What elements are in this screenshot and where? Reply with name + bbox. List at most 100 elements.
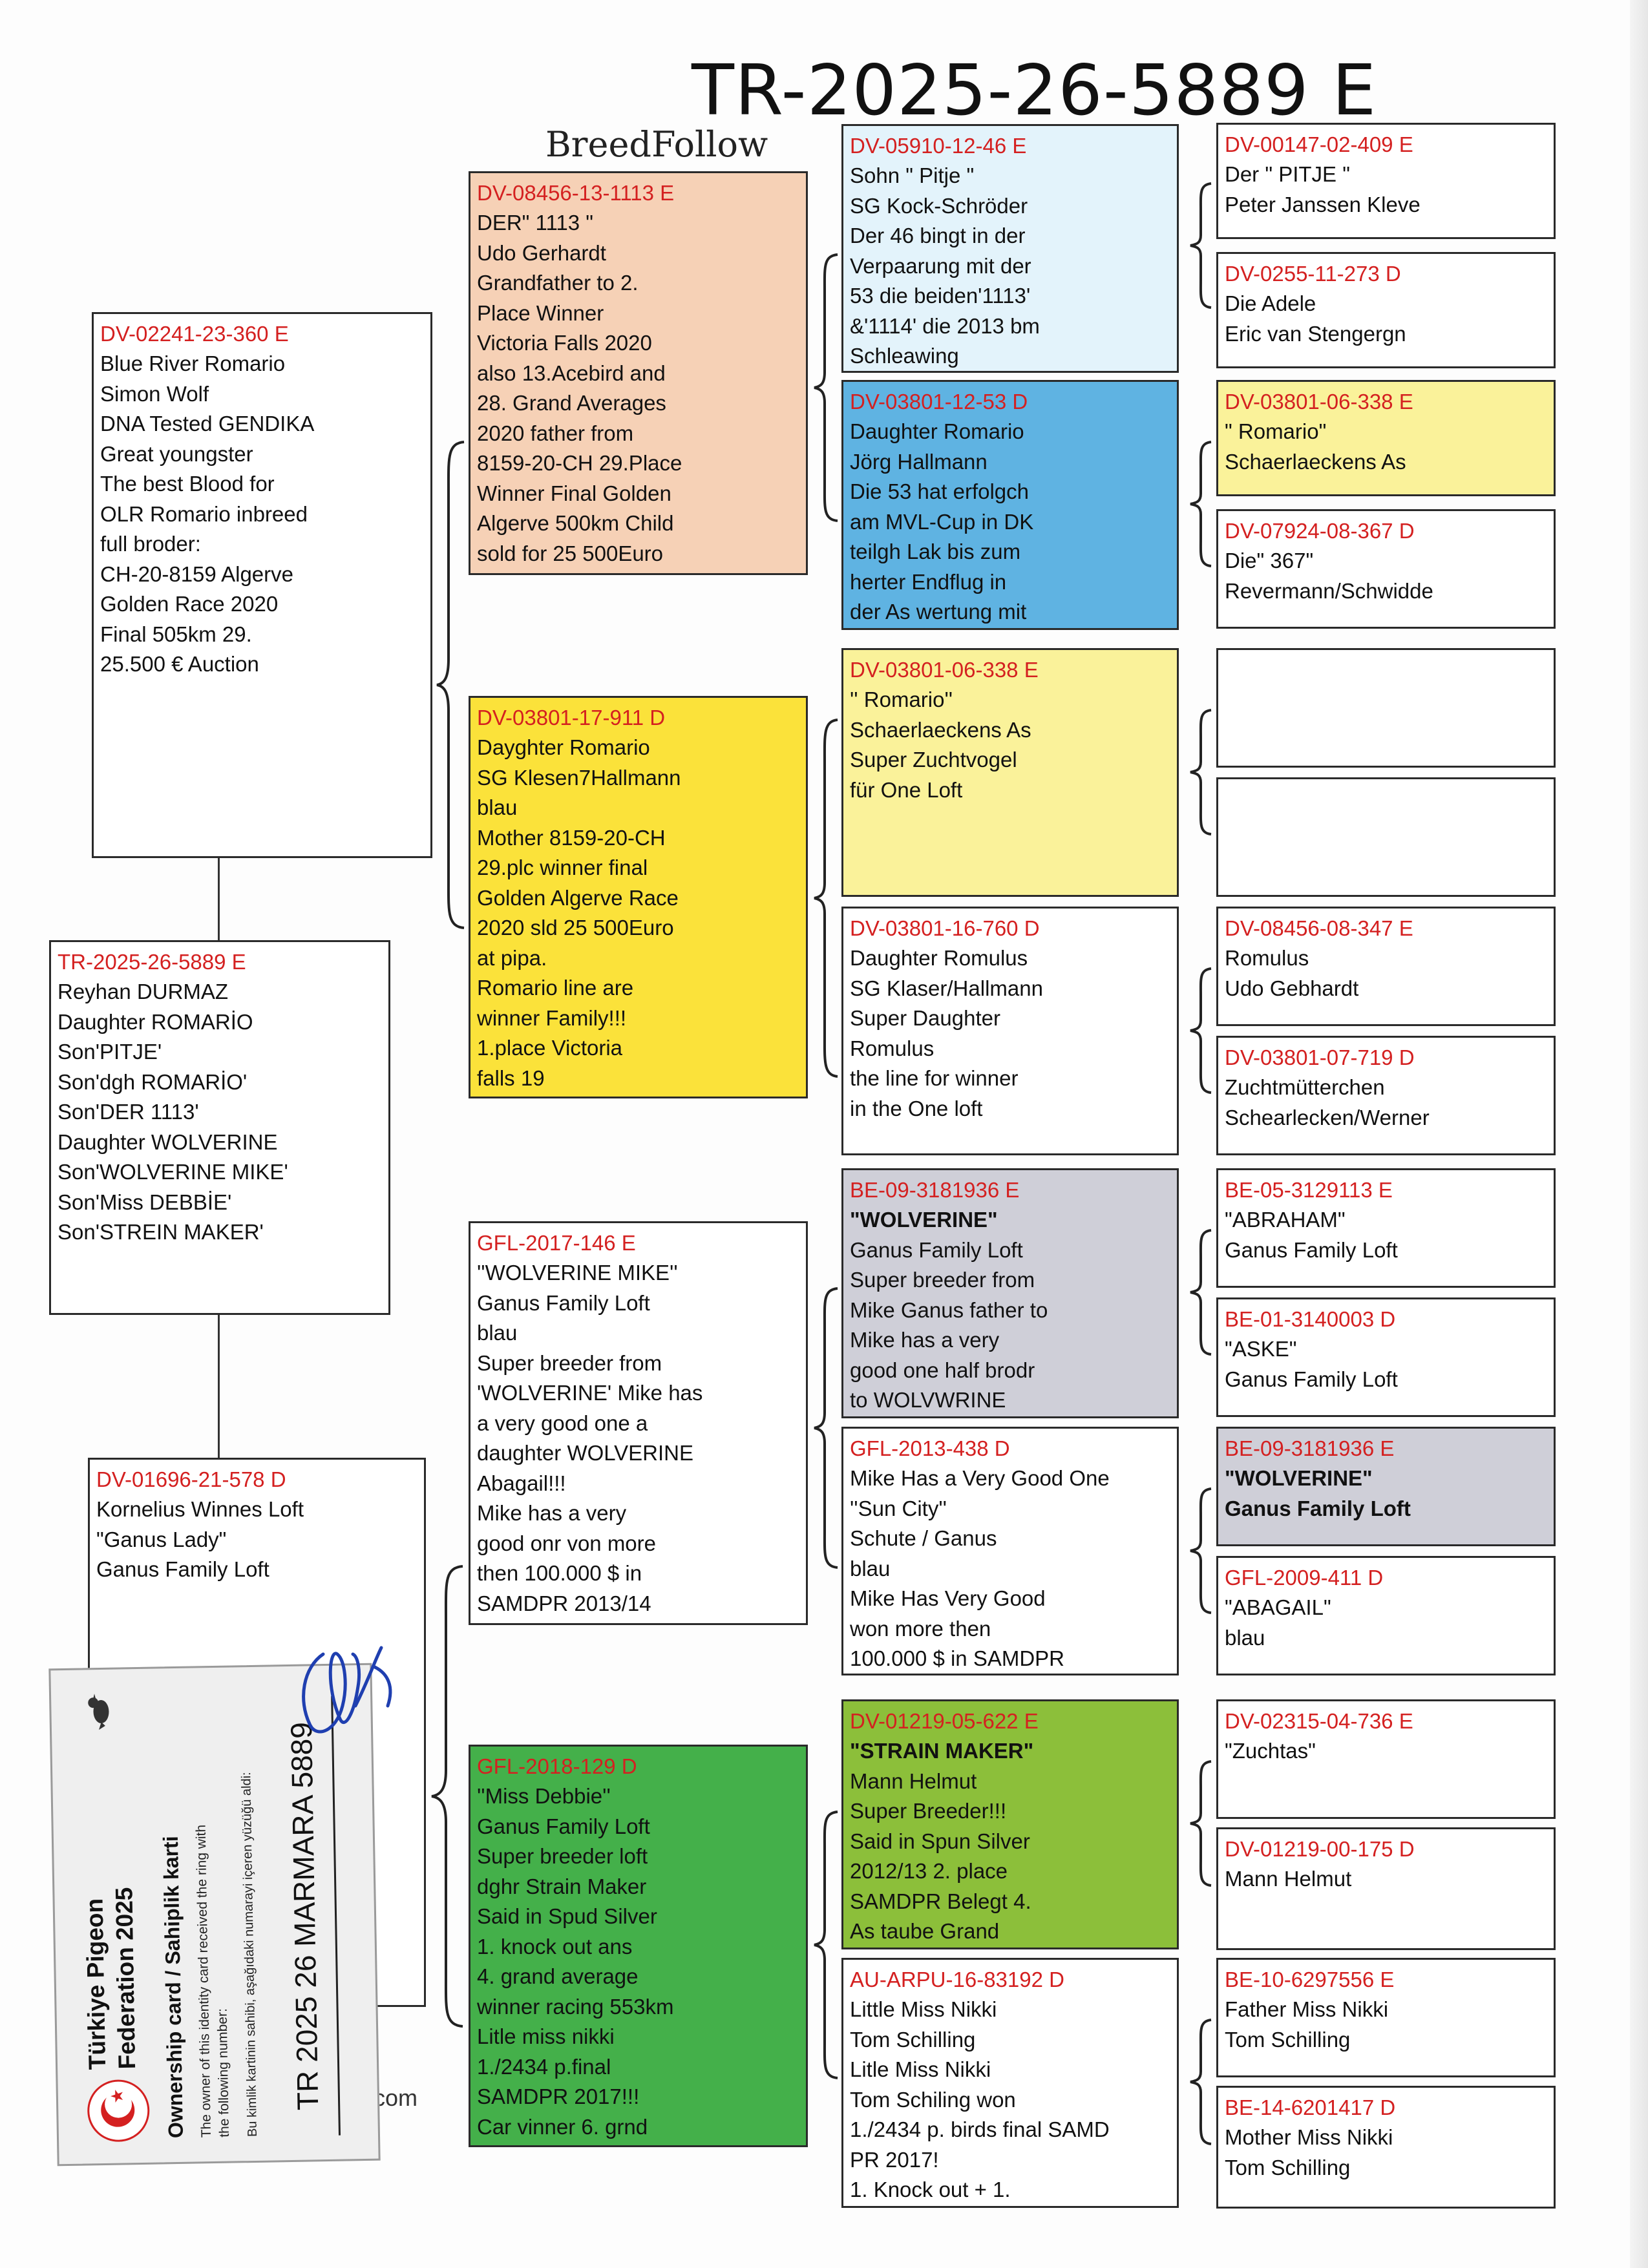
text-line: Tom Schiling won xyxy=(850,2087,1016,2112)
text-line: Sohn " Pitje " xyxy=(850,163,975,187)
gen3-box-7: DV-01219-05-622 E "STRAIN MAKER" Mann He… xyxy=(841,1699,1179,1949)
text-line: Son'DER 1113' xyxy=(58,1100,199,1124)
gen4-box-10: BE-01-3140003 D "ASKE" Ganus Family Loft xyxy=(1216,1297,1556,1417)
ring-number: DV-03801-07-719 D xyxy=(1225,1045,1415,1069)
text-line: As taube Grand xyxy=(850,1919,1000,1943)
text-line: SAMDPR Belegt 4. xyxy=(850,1889,1031,1913)
connector-line xyxy=(218,858,220,940)
text-line: at pipa. xyxy=(477,945,547,970)
text-line: winner racing 553km xyxy=(477,1994,674,2019)
text-line: Son'dgh ROMARİO' xyxy=(58,1069,248,1094)
text-line: full broder: xyxy=(100,532,201,556)
text-line: 1. knock out ans xyxy=(477,1934,633,1958)
gen4-box-4: DV-07924-08-367 D Die" 367" Revermann/Sc… xyxy=(1216,509,1556,629)
gen4-box-14: DV-01219-00-175 D Mann Helmut xyxy=(1216,1827,1556,1950)
ring-number: DV-01696-21-578 D xyxy=(96,1467,286,1491)
gen4-box-13: DV-02315-04-736 E "Zuchtas" xyxy=(1216,1699,1556,1819)
text-line: Romulus xyxy=(850,1036,935,1060)
text-line: Said in Spud Silver xyxy=(477,1904,657,1928)
ring-number: DV-01219-00-175 D xyxy=(1225,1837,1415,1861)
gen4-box-5 xyxy=(1216,648,1556,768)
text-line: Little Miss Nikki xyxy=(850,1997,997,2021)
gen3-box-3: DV-03801-06-338 E '' Romario'' Schaerlae… xyxy=(841,648,1179,897)
text-line: 100.000 $ in SAMDPR xyxy=(850,1646,1065,1670)
text-line: Algerve 500km Child xyxy=(477,511,674,535)
text-line: Mann Helmut xyxy=(1225,1867,1352,1891)
text-line: Die 53 hat erfolgch xyxy=(850,479,1030,503)
text-line: good one half brodr xyxy=(850,1358,1035,1382)
federation-name: Türkiye Pigeon Federation 2025 xyxy=(79,1887,142,2070)
text-line: Ganus Family Loft xyxy=(850,1237,1023,1262)
text-line: the line for winner xyxy=(850,1066,1019,1090)
text-line: sold for 25 500Euro xyxy=(477,541,664,565)
pigeon-icon xyxy=(88,1694,109,1730)
text-line: blau xyxy=(477,795,518,819)
ring-number: DV-08456-13-1113 E xyxy=(477,181,675,205)
text-line: Tom Schilling xyxy=(1225,2155,1351,2179)
text-line: Mike Has Very Good xyxy=(850,1586,1046,1610)
text-line: Abagail!!! xyxy=(477,1471,566,1495)
text-line: Son'STREIN MAKER' xyxy=(58,1220,264,1244)
text-line: Great youngster xyxy=(100,441,253,466)
text-line: 2020 sld 25 500Euro xyxy=(477,916,674,940)
text-line: Place Winner xyxy=(477,300,604,325)
text-line: Super breeder from xyxy=(850,1268,1035,1292)
text-line: 25.500 € Auction xyxy=(100,652,259,676)
text-line: am MVL-Cup in DK xyxy=(850,509,1034,534)
text-line: Schute / Ganus xyxy=(850,1526,997,1550)
text-line: Zuchtmütterchen xyxy=(1225,1075,1385,1099)
text-line: Verpaarung mit der xyxy=(850,253,1031,278)
ring-number: BE-09-3181936 E xyxy=(850,1178,1020,1202)
text-line: Ganus Family Loft xyxy=(96,1557,269,1581)
text-line: 28. Grand Averages xyxy=(477,391,666,415)
grandsire-maternal-box: GFL-2017-146 E ''WOLVERINE MIKE'' Ganus … xyxy=(469,1221,808,1625)
text-line: falls 19 xyxy=(477,1066,545,1090)
gen4-box-11: BE-09-3181936 E "WOLVERINE" Ganus Family… xyxy=(1216,1427,1556,1546)
brace-gen3-5 xyxy=(1190,1229,1212,1356)
brace-gen2-1 xyxy=(814,253,838,522)
gen4-box-2: DV-0255-11-273 D Die Adele Eric van Sten… xyxy=(1216,252,1556,368)
brace-gen3-1 xyxy=(1190,182,1212,309)
text-line: Kornelius Winnes Loft xyxy=(96,1497,304,1521)
ring-number: BE-10-6297556 E xyxy=(1225,1968,1395,1991)
ring-number: TR-2025-26-5889 E xyxy=(58,950,246,974)
ring-number: DV-01219-05-622 E xyxy=(850,1709,1039,1733)
text-line: won more then xyxy=(850,1616,991,1641)
text-line: Mike Has a Very Good One xyxy=(850,1466,1110,1490)
text-line: Mother 8159-20-CH xyxy=(477,825,666,850)
text-line: 53 die beiden'1113' xyxy=(850,284,1031,308)
text-line: 1./2434 p. birds final SAMD xyxy=(850,2117,1110,2141)
ownership-title: Ownership card / Sahiplik karti xyxy=(158,1836,188,2139)
ownership-card: ★ Türkiye Pigeon Federation 2025 Ownersh… xyxy=(48,1663,381,2167)
text-line: Der " PITJE " xyxy=(1225,162,1350,186)
text-line: " Romario" xyxy=(1225,419,1327,443)
gen4-box-3: DV-03801-06-338 E " Romario" Schaerlaeck… xyxy=(1216,380,1556,496)
brace-gen3-3 xyxy=(1190,709,1212,835)
text-line: Ganus Family Loft xyxy=(1225,1237,1398,1262)
gen3-box-2: DV-03801-12-53 D Daughter Romario Jörg H… xyxy=(841,380,1179,630)
gen3-box-6: GFL-2013-438 D Mike Has a Very Good One … xyxy=(841,1427,1179,1675)
text-line: "ABAGAIL" xyxy=(1225,1595,1331,1619)
text-line: 2012/13 2. place xyxy=(850,1859,1008,1883)
text-line: a very good one a xyxy=(477,1411,648,1435)
text-line: also 13.Acebird and xyxy=(477,361,666,385)
text-line: teilgh Lak bis zum xyxy=(850,540,1021,563)
text-line: Winner Final Golden xyxy=(477,481,671,505)
gen4-box-9: BE-05-3129113 E "ABRAHAM" Ganus Family L… xyxy=(1216,1168,1556,1288)
brace-gen2-3 xyxy=(814,1287,838,1569)
federation-line-1: Türkiye Pigeon xyxy=(81,1898,111,2070)
text-line: Litle Miss Nikki xyxy=(850,2057,991,2081)
text-line: Daughter WOLVERINE xyxy=(58,1129,278,1154)
text-line: SG Klesen7Hallmann xyxy=(477,765,681,790)
text-line: Ganus Family Loft xyxy=(1225,1496,1411,1520)
text-line: Mike Ganus father to xyxy=(850,1297,1048,1322)
gen3-box-4: DV-03801-16-760 D Daughter Romulus SG Kl… xyxy=(841,907,1179,1155)
text-line: Son'Miss DEBBİE' xyxy=(58,1190,232,1214)
text-line: Son'WOLVERINE MIKE' xyxy=(58,1160,288,1184)
text-line: Golden Algerve Race xyxy=(477,885,679,910)
text-line: Mike has a very xyxy=(477,1501,627,1525)
ring-number: DV-02241-23-360 E xyxy=(100,322,289,346)
text-line: Litle miss nikki xyxy=(477,2024,615,2048)
gen3-box-8: AU-ARPU-16-83192 D Little Miss Nikki Tom… xyxy=(841,1958,1179,2208)
text-line: Tom Schilling xyxy=(1225,2027,1351,2052)
